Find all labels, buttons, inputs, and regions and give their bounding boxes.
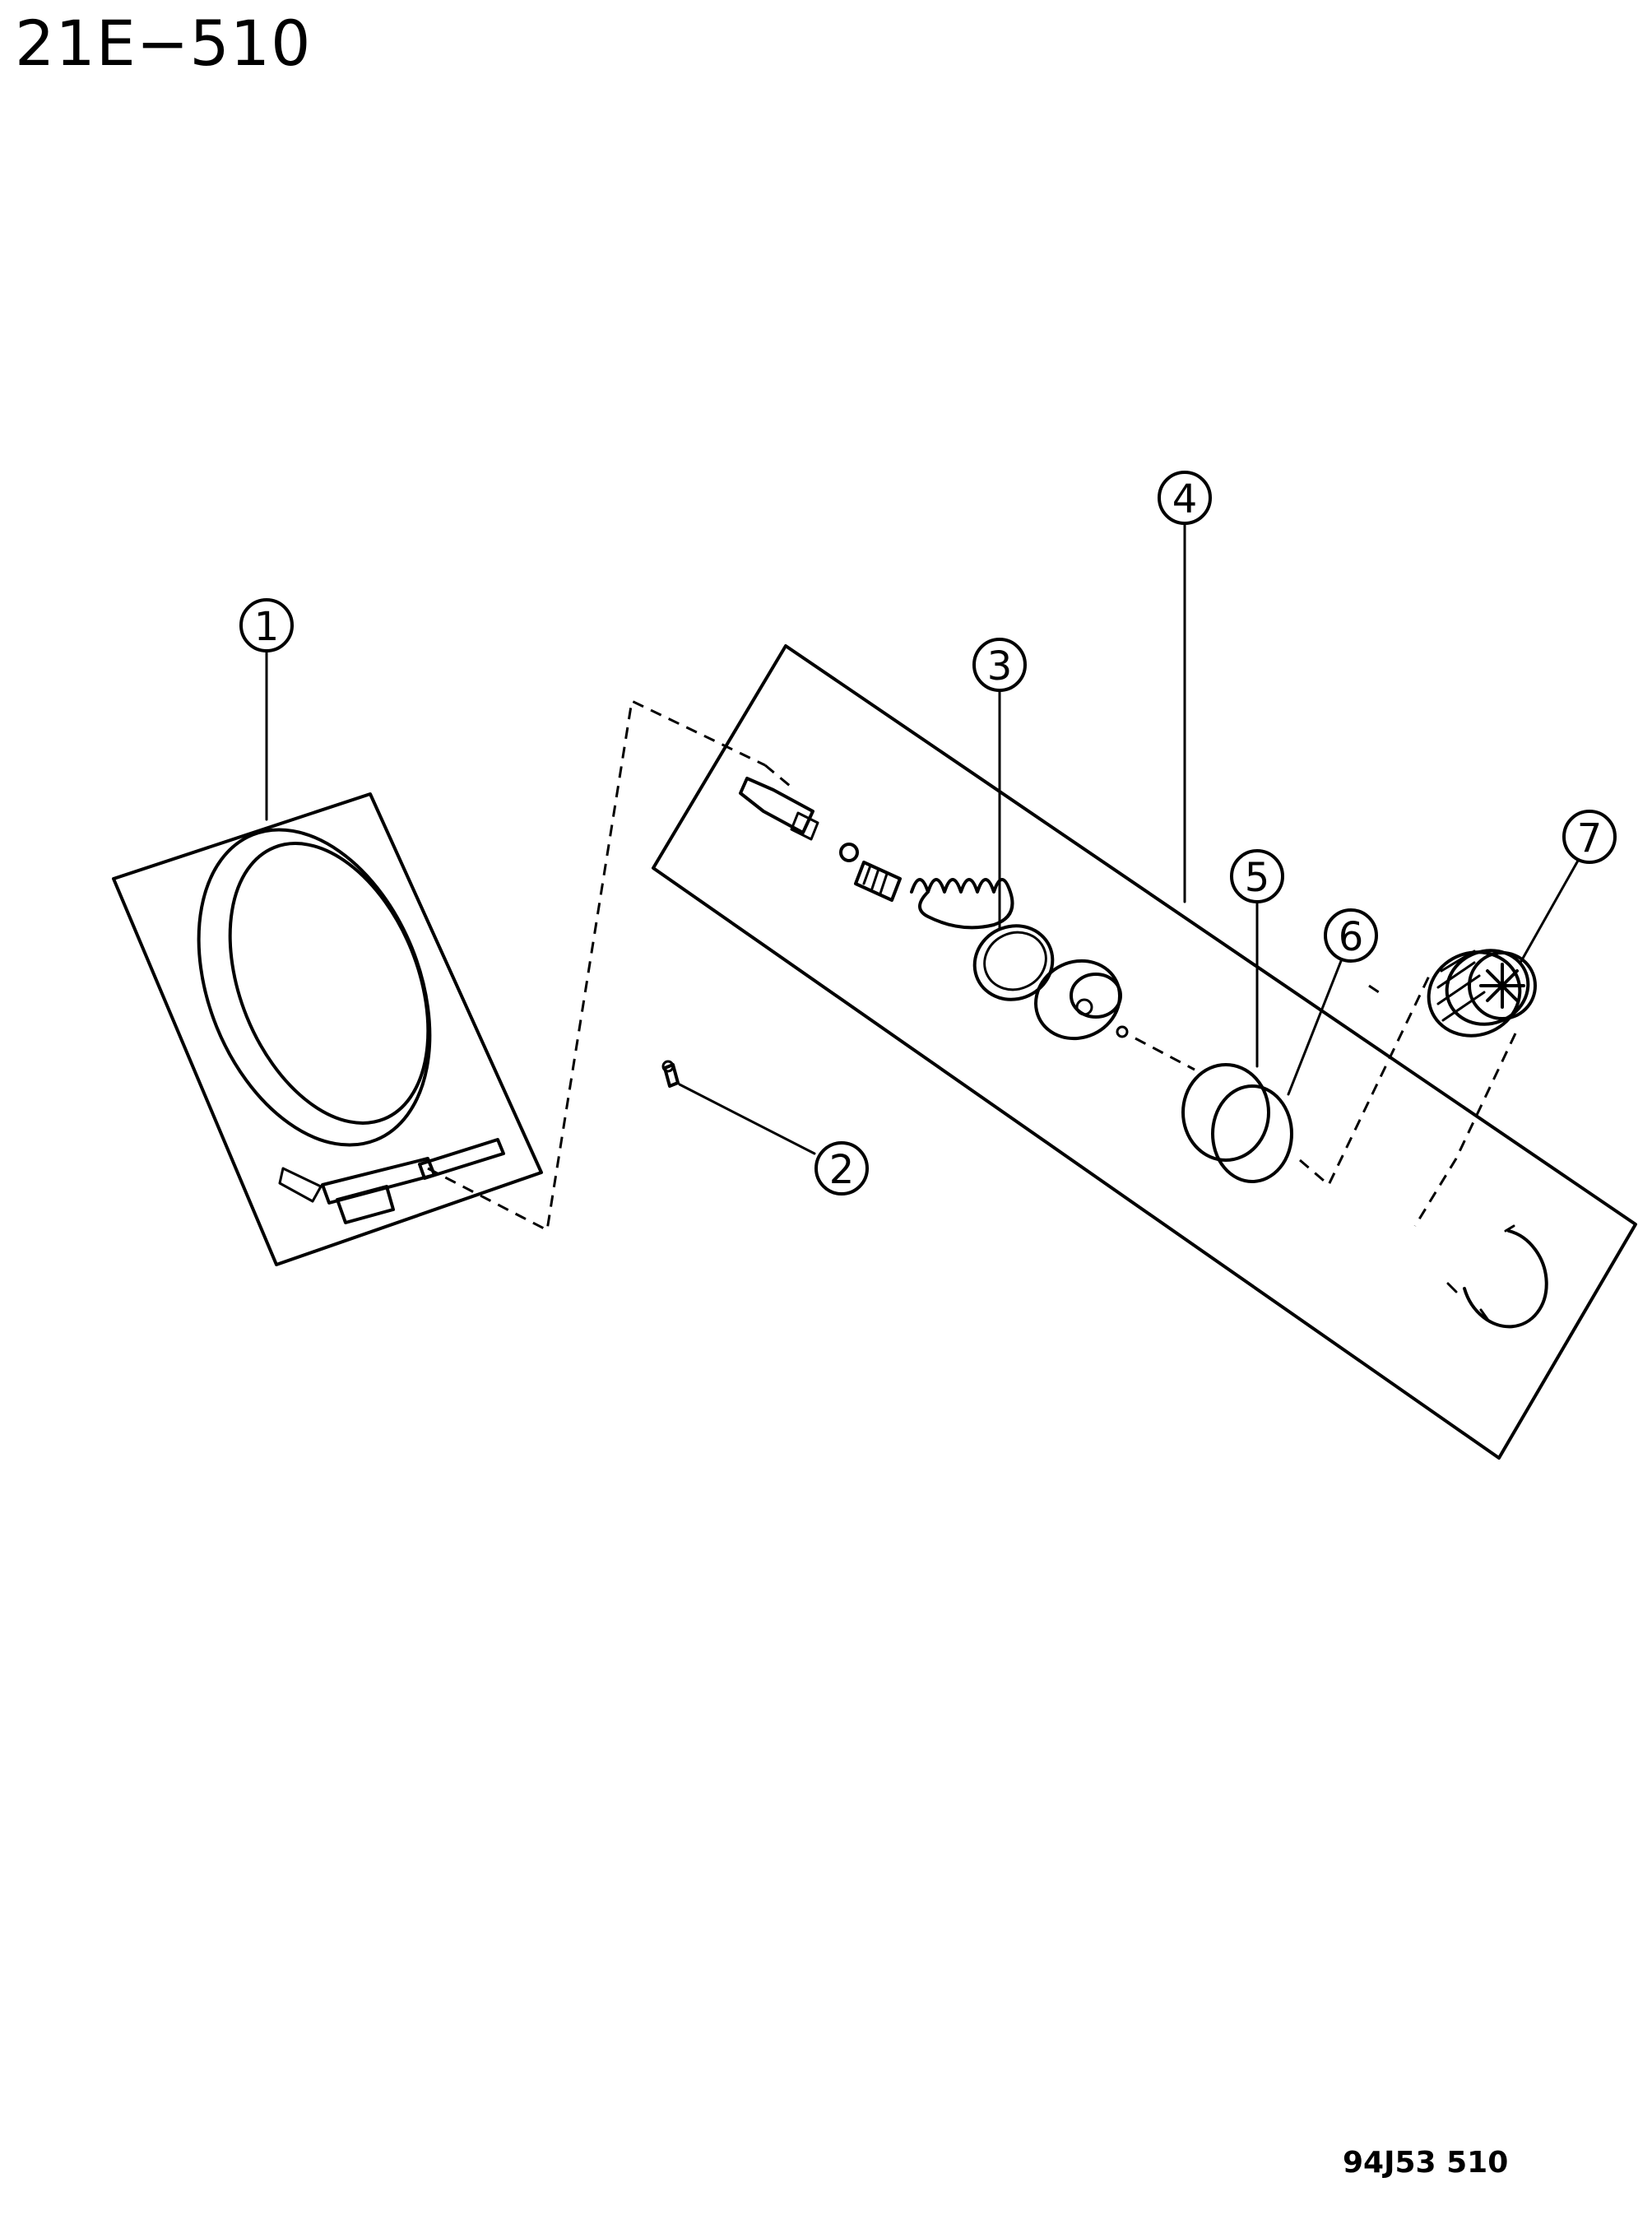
callout-2: 2	[814, 1141, 869, 1196]
servo-washer	[839, 843, 859, 862]
callout-4: 4	[1158, 471, 1212, 525]
callout-1: 1	[239, 598, 294, 652]
dashed-leader-1-4	[427, 699, 766, 1233]
figure-code: 94J53 510	[1343, 2146, 1509, 2180]
callout-2-label: 2	[829, 1147, 855, 1193]
callout-3-label: 3	[987, 643, 1013, 690]
small-bolt-part	[661, 1060, 680, 1088]
brake-band-outer	[197, 828, 432, 1147]
servo-rod	[739, 777, 814, 834]
servo-cushion	[1211, 1084, 1293, 1183]
callout-6: 6	[1324, 908, 1378, 963]
callout-3: 3	[972, 638, 1027, 692]
page-code: 21E−510	[15, 7, 312, 80]
callout-7-label: 7	[1577, 815, 1603, 861]
callout-1-label: 1	[254, 604, 280, 650]
servo-cover-plug	[1427, 949, 1537, 1038]
band-strut	[321, 1157, 436, 1205]
servo-snap-ring	[1463, 1229, 1548, 1329]
band-assembly-group	[112, 792, 543, 1266]
callout-7: 7	[1562, 810, 1617, 864]
servo-spring	[910, 878, 1014, 930]
brake-band-inner	[228, 842, 430, 1125]
servo-kit-outline	[652, 644, 1637, 1460]
servo-retainer-ring	[1181, 1063, 1270, 1162]
servo-piston	[1034, 959, 1121, 1041]
callout-4-label: 4	[1172, 476, 1198, 522]
servo-seal-ring	[972, 924, 1055, 1001]
callout-5-label: 5	[1245, 855, 1270, 901]
callout-6-label: 6	[1339, 914, 1364, 960]
servo-assembly-group	[652, 644, 1637, 1460]
band-kit-outline	[112, 792, 543, 1266]
band-anchor	[336, 1185, 395, 1224]
band-pin	[418, 1138, 505, 1180]
callout-5: 5	[1230, 849, 1284, 903]
